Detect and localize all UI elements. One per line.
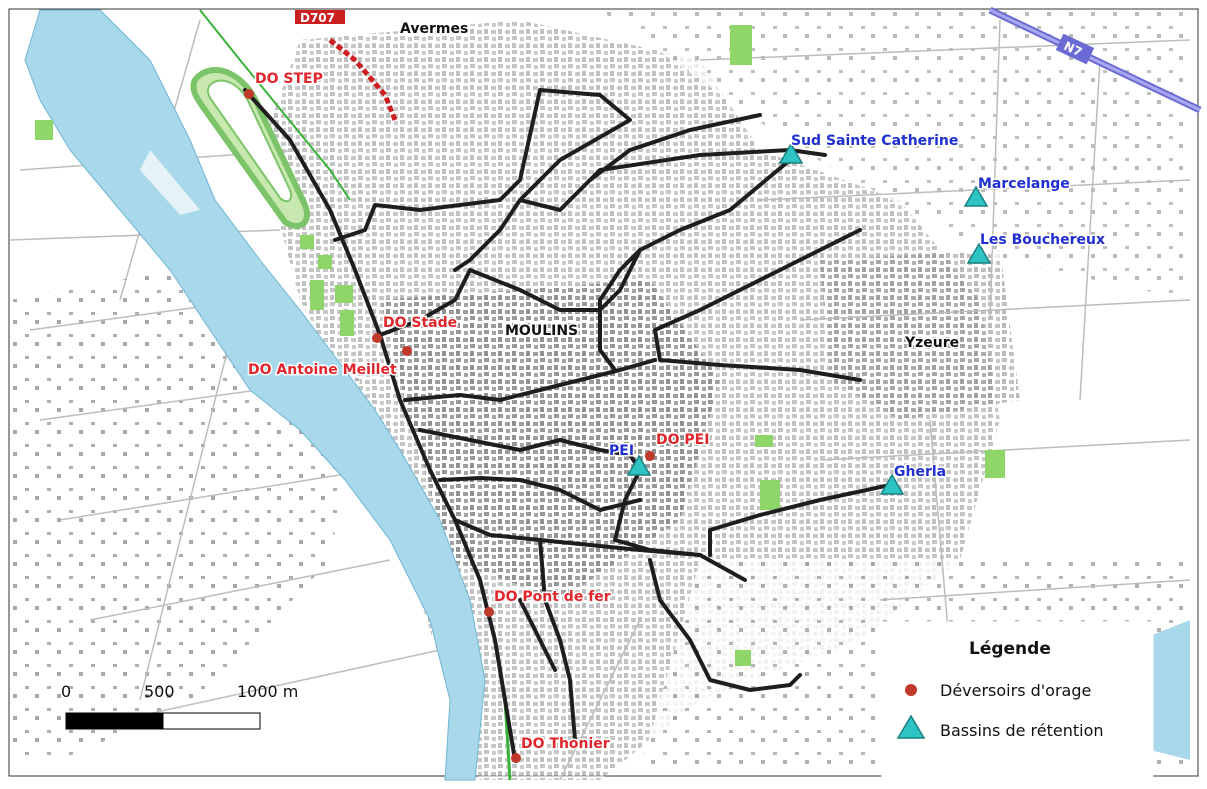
legend: Légende Déversoirs d'orage Bassins de ré… (881, 621, 1154, 777)
bassin-marker-les-bouchereux[interactable] (966, 242, 992, 264)
road-d707: D707 (295, 10, 398, 121)
river-sandbanks (140, 150, 200, 215)
bassin-label-marcelange: Marcelange (978, 176, 1070, 192)
legend-deversoir-symbol (905, 684, 917, 696)
scale-segment-black (65, 712, 164, 730)
deversoir-marker-step[interactable] (244, 89, 254, 99)
parks (35, 25, 1005, 666)
bassin-marker-gherla[interactable] (879, 473, 905, 495)
deversoir-label-antoine-meillet: DO Antoine Meillet (248, 362, 397, 378)
racecourse (190, 67, 310, 229)
deversoir-label-stade: DO Stade (383, 315, 457, 331)
scale-segment-white (162, 712, 261, 730)
deversoir-marker-pei[interactable] (645, 451, 655, 461)
deversoirs-layer: DO STEP DO Stade DO Antoine Meillet DO P… (244, 70, 711, 763)
town-moulins: MOULINS (505, 323, 578, 339)
bassin-marker-marcelange[interactable] (963, 185, 989, 207)
deversoir-marker-pont-de-fer[interactable] (484, 607, 494, 617)
legend-box (881, 621, 1154, 777)
deversoir-label-thonier: DO Thonier (521, 736, 610, 752)
deversoir-marker-stade[interactable] (372, 333, 382, 343)
bassin-label-pei: PEI (609, 443, 634, 459)
river-allier (24, 9, 486, 781)
deversoir-label-pei: DO PEI (656, 432, 709, 448)
d707-label: D707 (300, 11, 335, 25)
highway-n7: N7 (988, 6, 1202, 114)
town-avermes: Avermes (400, 21, 468, 37)
sewer-network (243, 88, 892, 762)
deversoir-marker-thonier[interactable] (511, 753, 521, 763)
bassin-label-gherla: Gherla (894, 464, 946, 480)
deversoir-label-step: DO STEP (255, 71, 323, 87)
railway-line (199, 9, 351, 201)
bassin-marker-sud-sainte-catherine[interactable] (778, 142, 804, 164)
deversoir-marker-antoine-meillet[interactable] (402, 346, 412, 356)
legend-deversoir-label: Déversoirs d'orage (940, 681, 1091, 700)
legend-bassin-symbol (896, 714, 926, 739)
scale-tick-1000: 1000 m (237, 682, 298, 701)
bassin-marker-pei[interactable] (626, 454, 652, 476)
bassin-label-sud-sainte-catherine: Sud Sainte Catherine (791, 133, 958, 149)
scale-bar: 0 500 1000 m (61, 682, 298, 730)
deversoir-label-pont-de-fer: DO Pont de fer (494, 589, 611, 605)
legend-title: Légende (969, 639, 1051, 659)
scale-tick-500: 500 (144, 682, 175, 701)
bassins-layer: Sud Sainte Catherine Marcelange Les Bouc… (608, 132, 1107, 495)
legend-bassin-label: Bassins de rétention (940, 721, 1104, 740)
town-yzeure: Yzeure (904, 335, 959, 351)
bassin-label-les-bouchereux: Les Bouchereux (980, 232, 1105, 248)
scale-tick-0: 0 (61, 682, 71, 701)
